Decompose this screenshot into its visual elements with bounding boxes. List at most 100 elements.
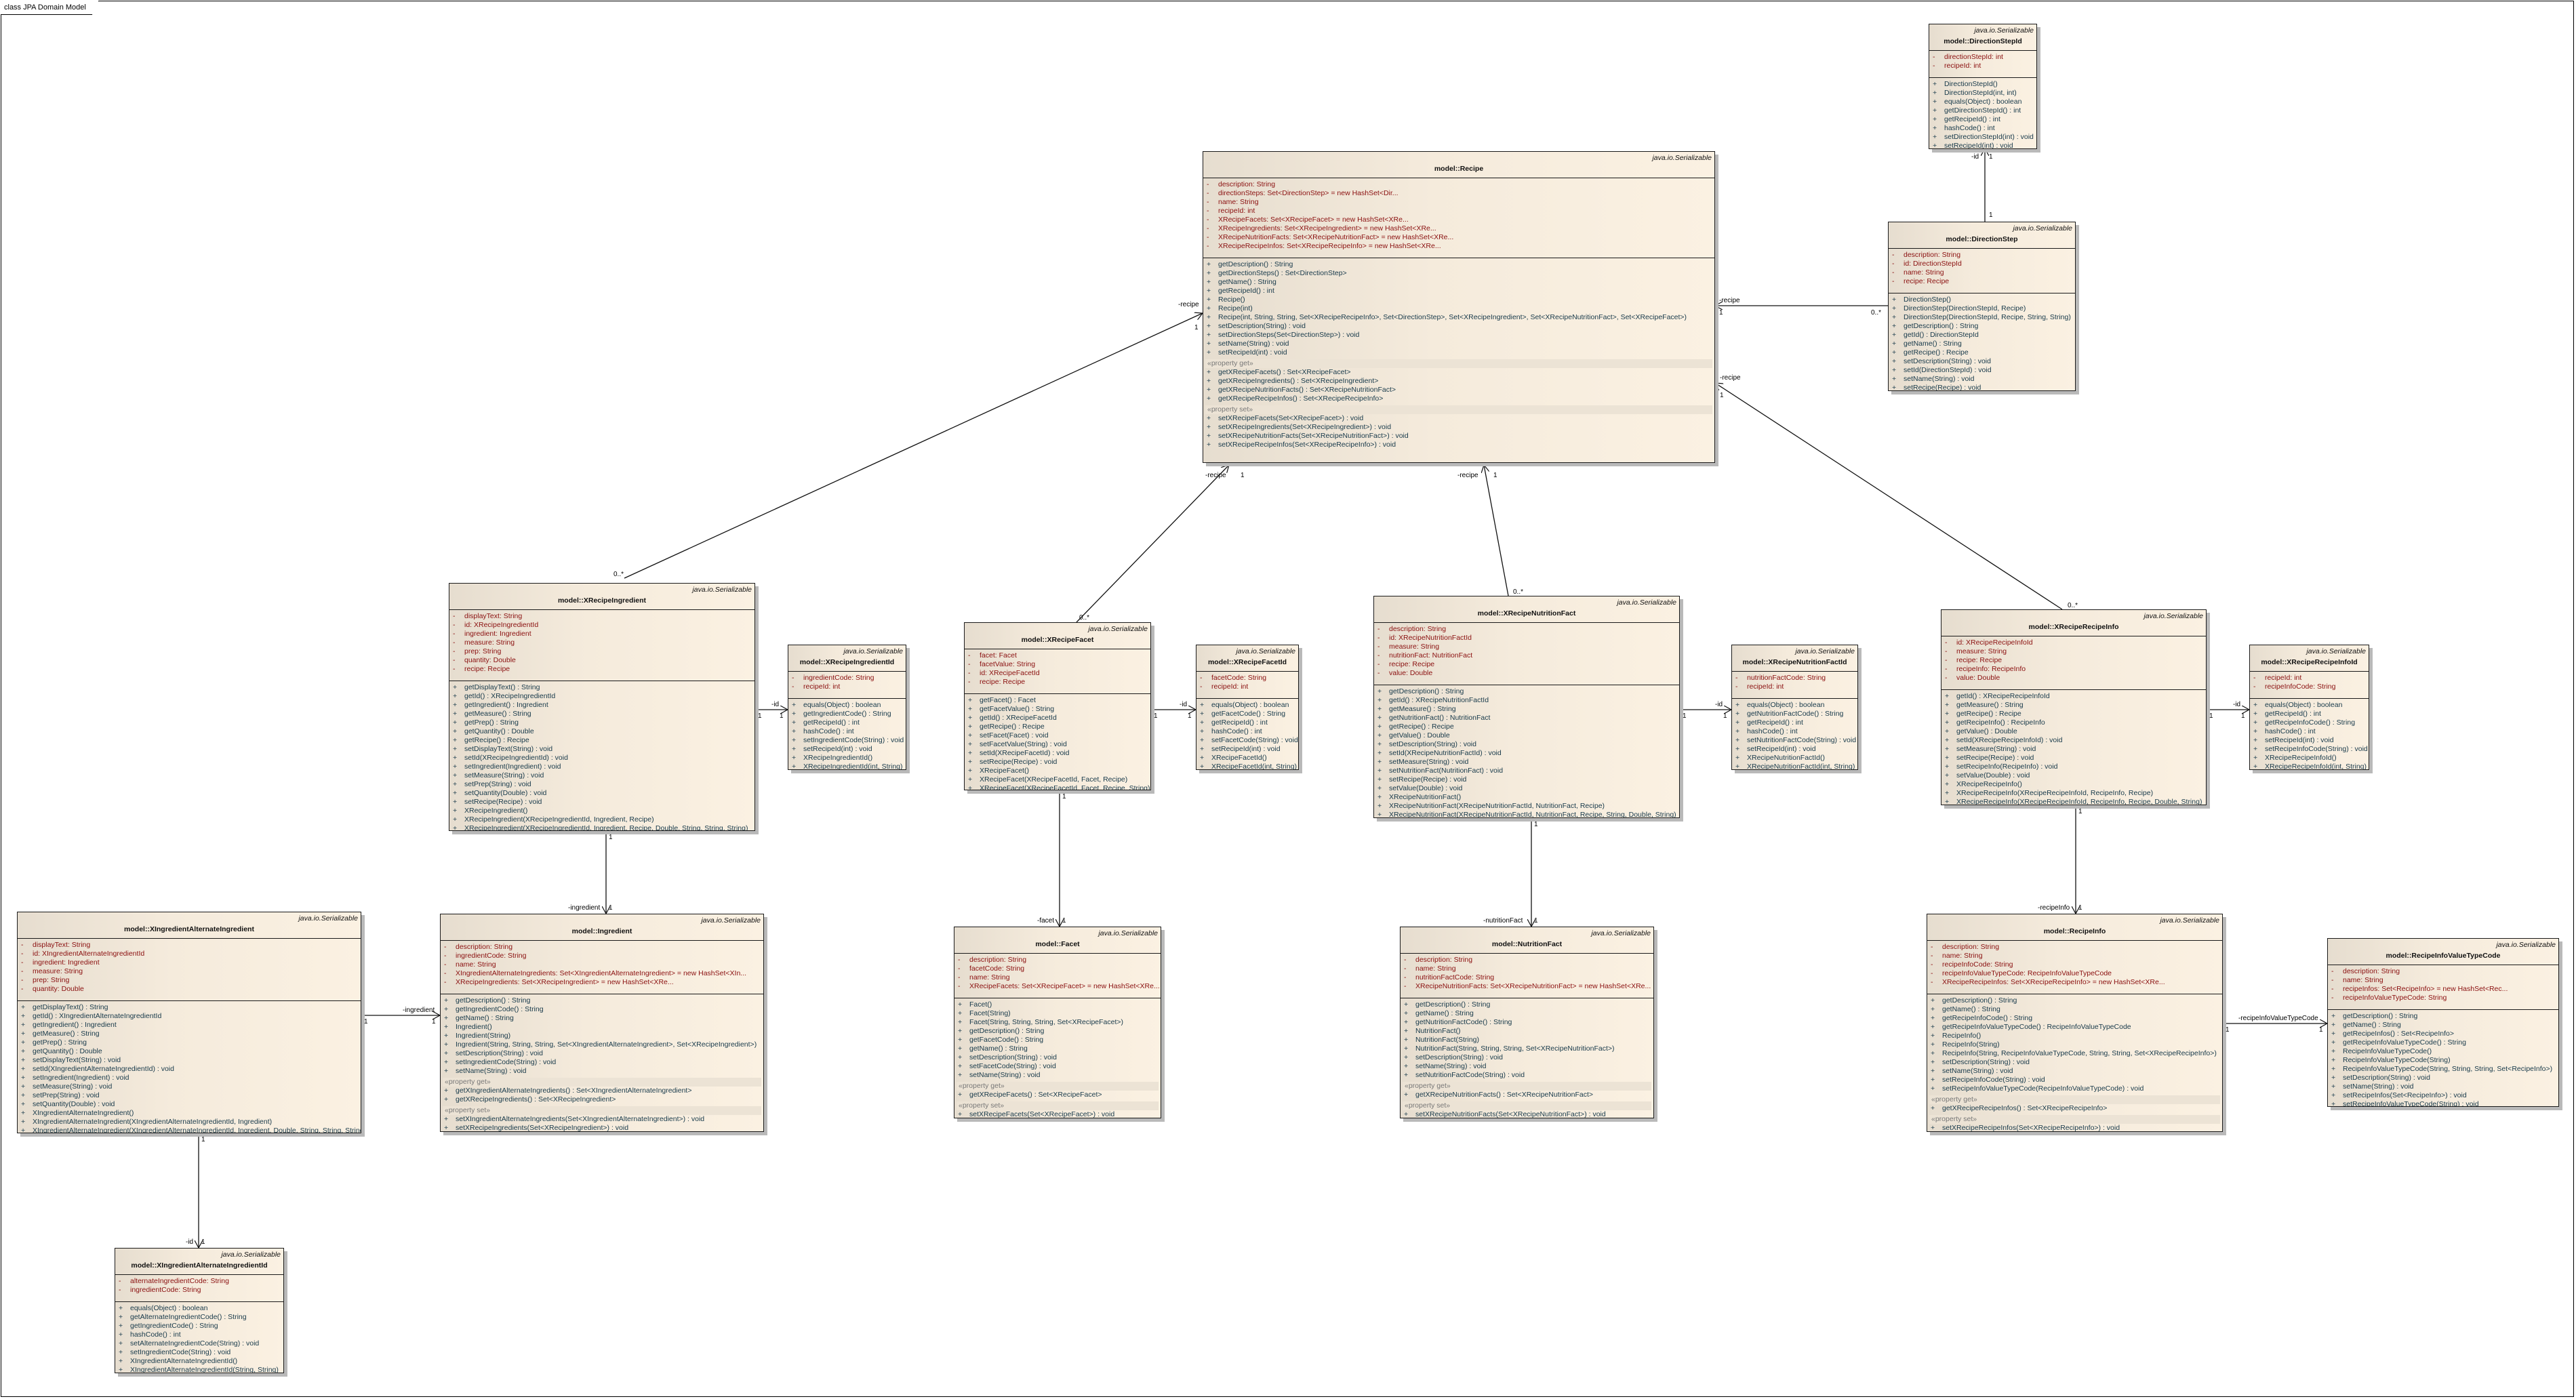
attribute-text: XRecipeIngredients: Set<XRecipeIngredien…: [456, 978, 674, 986]
operation-text: getIngredientCode() : String: [130, 1322, 218, 1330]
visibility-marker: +: [444, 1115, 449, 1123]
visibility-marker: -: [444, 952, 447, 960]
multiplicity-label: 1: [609, 834, 613, 841]
multiplicity-label: 1: [780, 712, 784, 720]
visibility-marker: +: [1945, 710, 1950, 718]
attribute: -XRecipeFacets: Set<XRecipeFacet> = new …: [954, 982, 1161, 991]
visibility-marker: -: [1207, 189, 1209, 197]
operation-text: hashCode() : int: [1944, 124, 1995, 132]
class-name: model::RecipeInfoValueTypeCode: [2386, 952, 2501, 960]
multiplicity-label: 1: [1194, 324, 1199, 331]
operation-text: getXRecipeNutritionFacts() : Set<XRecipe…: [1415, 1091, 1594, 1099]
multiplicity-label: 1: [2226, 1026, 2230, 1034]
operation: +XIngredientAlternateIngredient(): [18, 1109, 361, 1118]
operation-text: XRecipeFacet(): [980, 767, 1029, 775]
operation-text: setRecipeInfo(RecipeInfo) : void: [1956, 763, 2058, 771]
operation: +getQuantity() : Double: [449, 727, 754, 736]
visibility-marker: +: [1404, 1110, 1409, 1118]
visibility-marker: -: [958, 982, 961, 990]
visibility-marker: +: [1931, 1104, 1935, 1112]
operation-text: getDisplayText() : String: [33, 1003, 108, 1011]
visibility-marker: +: [2331, 1065, 2336, 1073]
operation: +setDescription(String) : void: [441, 1049, 763, 1058]
operation-text: setNutritionFactCode(String) : void: [1747, 736, 1857, 744]
association-x-recipe-facet-to-recipe[interactable]: [1076, 465, 1229, 623]
operation-text: DirectionStep(DirectionStepId, Recipe): [1904, 304, 2026, 312]
operation: +XRecipeFacet(XRecipeFacetId, Facet, Rec…: [965, 775, 1150, 784]
operation-text: setQuantity(Double) : void: [33, 1100, 115, 1108]
operation-text: getDescription() : String: [456, 996, 531, 1005]
attribute: -ingredient: Ingredient: [449, 630, 754, 638]
attribute: -ingredientCode: String: [115, 1286, 283, 1295]
attribute-text: recipeInfoValueTypeCode: RecipeInfoValue…: [1942, 969, 2112, 977]
visibility-marker: +: [1945, 754, 1950, 762]
association-x-recipe-nutrition-fact-to-recipe[interactable]: [1484, 465, 1509, 596]
visibility-marker: +: [453, 745, 458, 753]
visibility-marker: +: [1207, 304, 1211, 312]
operation-text: setDescription(String) : void: [969, 1053, 1057, 1061]
visibility-marker: -: [2253, 683, 2256, 691]
visibility-marker: +: [1933, 133, 1937, 141]
visibility-marker: +: [1735, 763, 1740, 770]
operation: +setName(String) : void: [2328, 1082, 2558, 1091]
operation: +setFacetValue(String) : void: [965, 740, 1150, 749]
operation-text: Recipe(): [1218, 296, 1245, 304]
operation-text: RecipeInfoValueTypeCode(String, String, …: [2343, 1065, 2553, 1073]
operations-compartment: +getDisplayText() : String+getId() : XIn…: [18, 1001, 361, 1133]
visibility-marker: +: [444, 1095, 449, 1103]
visibility-marker: +: [968, 714, 973, 722]
visibility-marker: -: [444, 960, 447, 969]
operation-text: getRecipe() : Recipe: [1389, 723, 1454, 731]
operation: +getRecipe() : Recipe: [1889, 348, 2075, 357]
visibility-marker: +: [2331, 1091, 2336, 1099]
operation-text: getValue() : Double: [1956, 727, 2017, 735]
visibility-marker: +: [968, 696, 973, 704]
visibility-marker: +: [453, 701, 458, 709]
visibility-marker: +: [968, 723, 973, 731]
operation: +equals(Object) : boolean: [788, 701, 906, 710]
operation-text: setDirectionStepId(int) : void: [1944, 133, 2034, 141]
visibility-marker: +: [21, 1065, 26, 1073]
visibility-marker: +: [1735, 701, 1740, 709]
visibility-marker: +: [1735, 727, 1740, 735]
operation-text: getIngredient() : Ingredient: [33, 1021, 117, 1029]
attribute: -XRecipeIngredients: Set<XRecipeIngredie…: [1203, 224, 1714, 233]
operation-text: setValue(Double) : void: [1956, 771, 2030, 779]
property-set-group: «property set»: [957, 1101, 1159, 1110]
association-x-recipe-recipe-info-to-recipe[interactable]: [1715, 383, 2063, 610]
operation-text: XIngredientAlternateIngredient(): [33, 1109, 134, 1117]
operation-text: Ingredient(String): [456, 1032, 511, 1040]
association-x-recipe-ingredient-to-recipe[interactable]: [624, 313, 1203, 579]
operation-text: setRecipe(Recipe) : void: [1389, 775, 1467, 784]
visibility-marker: -: [958, 973, 961, 981]
visibility-marker: +: [1892, 340, 1897, 348]
operation: +equals(Object) : boolean: [1196, 701, 1298, 710]
operation-text: DirectionStepId(): [1944, 80, 1998, 88]
attribute: -ingredientCode: String: [788, 674, 906, 683]
operation: +getId() : DirectionStepId: [1889, 331, 2075, 340]
operation-text: getXRecipeRecipeInfos() : Set<XRecipeRec…: [1218, 394, 1384, 403]
operation: +setXRecipeFacets(Set<XRecipeFacet>) : v…: [1203, 414, 1714, 423]
visibility-marker: +: [1377, 784, 1382, 792]
visibility-marker: +: [1735, 718, 1740, 727]
